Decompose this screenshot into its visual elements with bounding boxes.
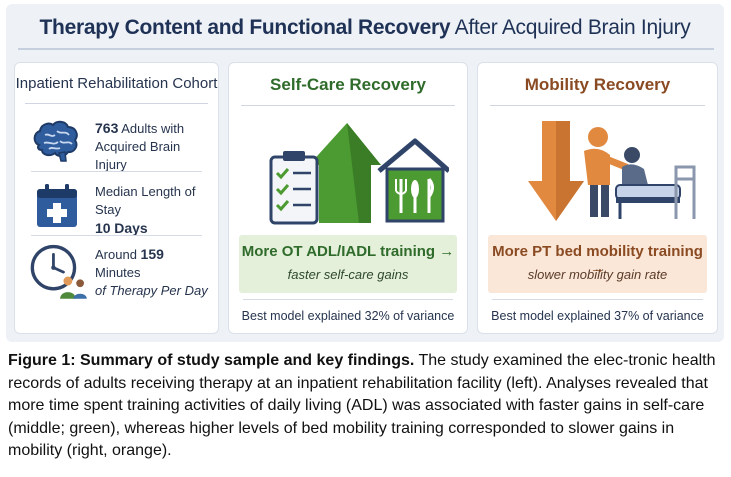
clock-therapy-icon (30, 244, 87, 299)
mobility-panel: Mobility Recovery (477, 62, 718, 334)
stat-minutes-text: Around 159 Minutes of Therapy Per Day (95, 246, 208, 298)
hospital-calendar-icon (37, 184, 77, 227)
stat-los-text: Median Length of Stay 10 Days (95, 184, 196, 236)
brain-icon (33, 120, 78, 162)
divider (243, 299, 453, 300)
stat-therapy-minutes: Around 159 Minutes of Therapy Per Day (21, 241, 212, 299)
mobility-finding: More PT bed mobility training → slower m… (488, 235, 707, 293)
selfcare-finding-detail: faster self-care gains (287, 267, 409, 282)
cohort-panel: Inpatient Rehabilitation Cohort 763 Adul… (14, 62, 219, 334)
title-divider (18, 48, 714, 50)
stat-sample-text: 763 Adults with Acquired Brain Injury (95, 120, 185, 172)
figure-caption: Figure 1: Summary of study sample and ke… (8, 350, 724, 463)
divider (25, 103, 208, 104)
mobility-variance: Best model explained 37% of variance (491, 309, 704, 323)
figure-title: Therapy Content and Functional Recovery … (39, 16, 691, 39)
stat-length-of-stay: Median Length of Stay 10 Days (21, 179, 212, 237)
selfcare-illustration (269, 123, 449, 225)
divider (31, 235, 202, 236)
divider (31, 171, 202, 172)
selfcare-finding: More OT ADL/IADL training → faster self-… (239, 235, 457, 293)
selfcare-variance: Best model explained 32% of variance (241, 309, 455, 323)
cohort-panel-title: Inpatient Rehabilitation Cohort (15, 75, 218, 92)
divider (241, 105, 455, 106)
mobility-illustration (528, 121, 696, 221)
summary-figure: Therapy Content and Functional Recovery … (6, 4, 724, 342)
house-utensils-icon (377, 138, 449, 223)
mobility-finding-detail: slower mobility gain rate (527, 267, 668, 282)
selfcare-panel: Self-Care Recovery (228, 62, 468, 334)
therapist-bed-icon (584, 127, 696, 219)
caption-text: The study examined the elec-tronic healt… (8, 352, 716, 459)
checklist-clipboard-icon (269, 151, 319, 225)
mobility-panel-title: Mobility Recovery (524, 75, 671, 94)
mobility-finding-headline: More PT bed mobility training → (492, 243, 703, 277)
stat-sample-size: 763 Adults with Acquired Brain Injury (21, 115, 212, 173)
up-arrow-icon (309, 123, 381, 223)
down-arrow-icon (528, 121, 584, 221)
caption-label: Figure 1: Summary of study sample and ke… (8, 352, 415, 369)
selfcare-finding-headline: More OT ADL/IADL training → (241, 243, 455, 260)
divider (492, 299, 703, 300)
divider (490, 105, 705, 106)
selfcare-panel-title: Self-Care Recovery (270, 75, 426, 94)
